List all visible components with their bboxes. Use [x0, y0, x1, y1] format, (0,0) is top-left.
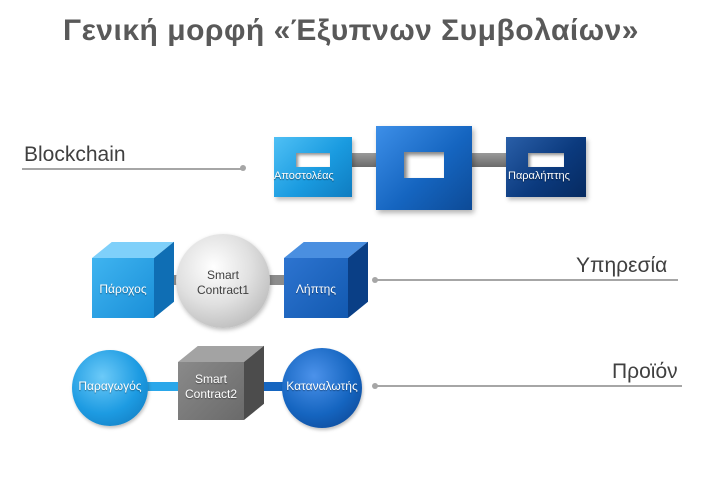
chain-link-sender-label: Αποστολέας [274, 170, 334, 182]
product-connector-left [146, 382, 182, 391]
provider-cube: Πάροχος [92, 241, 174, 318]
chain-link-center [376, 126, 472, 210]
product-leader-dot [372, 383, 378, 389]
smart-contract2-line2: Contract2 [184, 387, 238, 401]
product-label: Προϊόν [612, 360, 678, 383]
service-leader-line [376, 279, 678, 281]
provider-label: Πάροχος [99, 282, 147, 296]
product-leader-line [376, 385, 682, 387]
recipient-cube: Λήπτης [284, 241, 368, 318]
chain-link-sender: Αποστολέας [274, 137, 352, 197]
producer-sphere: Παραγωγός [72, 350, 148, 426]
consumer-sphere: Καταναλωτής [282, 348, 362, 428]
product-connector-right [262, 382, 290, 391]
producer-label: Παραγωγός [78, 379, 142, 393]
blockchain-leader-dot [240, 165, 246, 171]
chain-link-receiver-label: Παραλήπτης [508, 170, 570, 182]
service-leader-dot [372, 277, 378, 283]
smart-contract2-cube: Smart Contract2 [178, 345, 264, 420]
chain-link-receiver: Παραλήπτης [506, 137, 586, 197]
page-title: Γενική μορφή «Έξυπνων Συμβολαίων» [63, 14, 639, 47]
service-label: Υπηρεσία [576, 254, 668, 277]
consumer-label: Καταναλωτής [286, 379, 358, 393]
recipient-label: Λήπτης [295, 282, 337, 296]
blockchain-label: Blockchain [24, 143, 126, 166]
smart-contract1-sphere: Smart Contract1 [176, 234, 270, 328]
smart-contract1-line2: Contract1 [196, 283, 250, 297]
smart-contract2-line1: Smart [194, 372, 227, 386]
smart-contract1-line1: Smart [206, 268, 239, 282]
blockchain-leader-line [22, 168, 244, 170]
